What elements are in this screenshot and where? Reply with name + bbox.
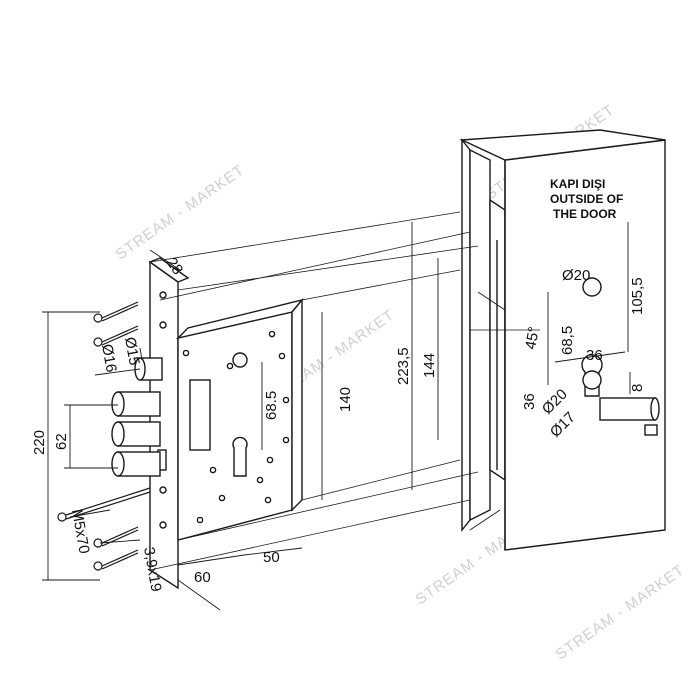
door-label: KAPI DIŞI OUTSIDE OF THE DOOR: [550, 177, 623, 221]
watermark-1: STREAM - MARKET: [113, 161, 248, 263]
screw-bot-2: [93, 549, 139, 571]
dim-case-height: 140: [337, 387, 354, 412]
lock-case: [177, 311, 293, 541]
dim-door-8: 8: [629, 384, 646, 392]
projection-lines: [149, 211, 540, 571]
dim-pin-dia: Ø15: [121, 336, 143, 367]
faceplate-hole: [159, 291, 167, 299]
cyl-hole: [582, 370, 602, 390]
watermark-5: STREAM - MARKET: [553, 561, 688, 663]
door-label-line-1: KAPI DIŞI: [550, 177, 605, 191]
dim-screw-m5: M5x70: [68, 508, 93, 555]
door-label-line-2: OUTSIDE OF: [550, 192, 623, 206]
hole-20-door: [582, 277, 602, 297]
dim-height-total: 220: [31, 430, 48, 455]
faceplate-hole: [159, 521, 167, 529]
cylinder-cutout: [232, 436, 248, 477]
dim-backset: 60: [194, 569, 211, 586]
dimension-lines: [42, 222, 631, 611]
dim-hole-dist: 105,5: [629, 277, 646, 315]
dim-case-depth: 50: [263, 549, 280, 566]
case-screw-holes: [182, 330, 290, 524]
frame-profile: [461, 138, 471, 532]
lock-body: [148, 257, 304, 590]
dim-strike-inner: 144: [421, 353, 438, 378]
dim-bolt-dia: Ø16: [98, 343, 120, 374]
lock-case-side: [291, 298, 303, 512]
dim-door-cyl-offset: 68,5: [559, 326, 576, 355]
bolt-3: [111, 451, 161, 477]
screw-top-2: [93, 325, 139, 347]
screw-top-1: [93, 301, 139, 323]
bolt-2: [111, 421, 161, 447]
screw-m5-long: [57, 487, 151, 522]
door-frame: [459, 129, 666, 551]
faceplate-hole: [159, 321, 167, 329]
dim-bolt-spacing: 62: [53, 433, 70, 450]
door-label-line-3: THE DOOR: [553, 207, 617, 221]
dim-cyl-offset: 68.5: [263, 391, 280, 420]
dim-door-36a: 36: [586, 347, 603, 364]
faceplate-hole: [159, 486, 167, 494]
screw-bot-1: [93, 526, 139, 548]
dimension-labels: 28 220 62 Ø16 Ø15 140 68.5 60 50 M5x70 3…: [31, 255, 646, 594]
door-box-top: [459, 129, 666, 161]
dim-strike-height: 223,5: [395, 347, 412, 385]
case-cutout: [189, 379, 211, 451]
dim-thickness: 28: [163, 255, 186, 278]
spindle-hole: [232, 352, 248, 368]
dim-hole20: Ø20: [562, 267, 590, 284]
faceplate-edge: [148, 257, 190, 283]
screws: [57, 301, 151, 571]
bolts: [111, 357, 163, 477]
frame-front: [469, 148, 491, 522]
bolt-1: [111, 391, 161, 417]
dim-door-36b: 36: [521, 393, 538, 410]
dim-angle: 45°: [522, 325, 543, 350]
